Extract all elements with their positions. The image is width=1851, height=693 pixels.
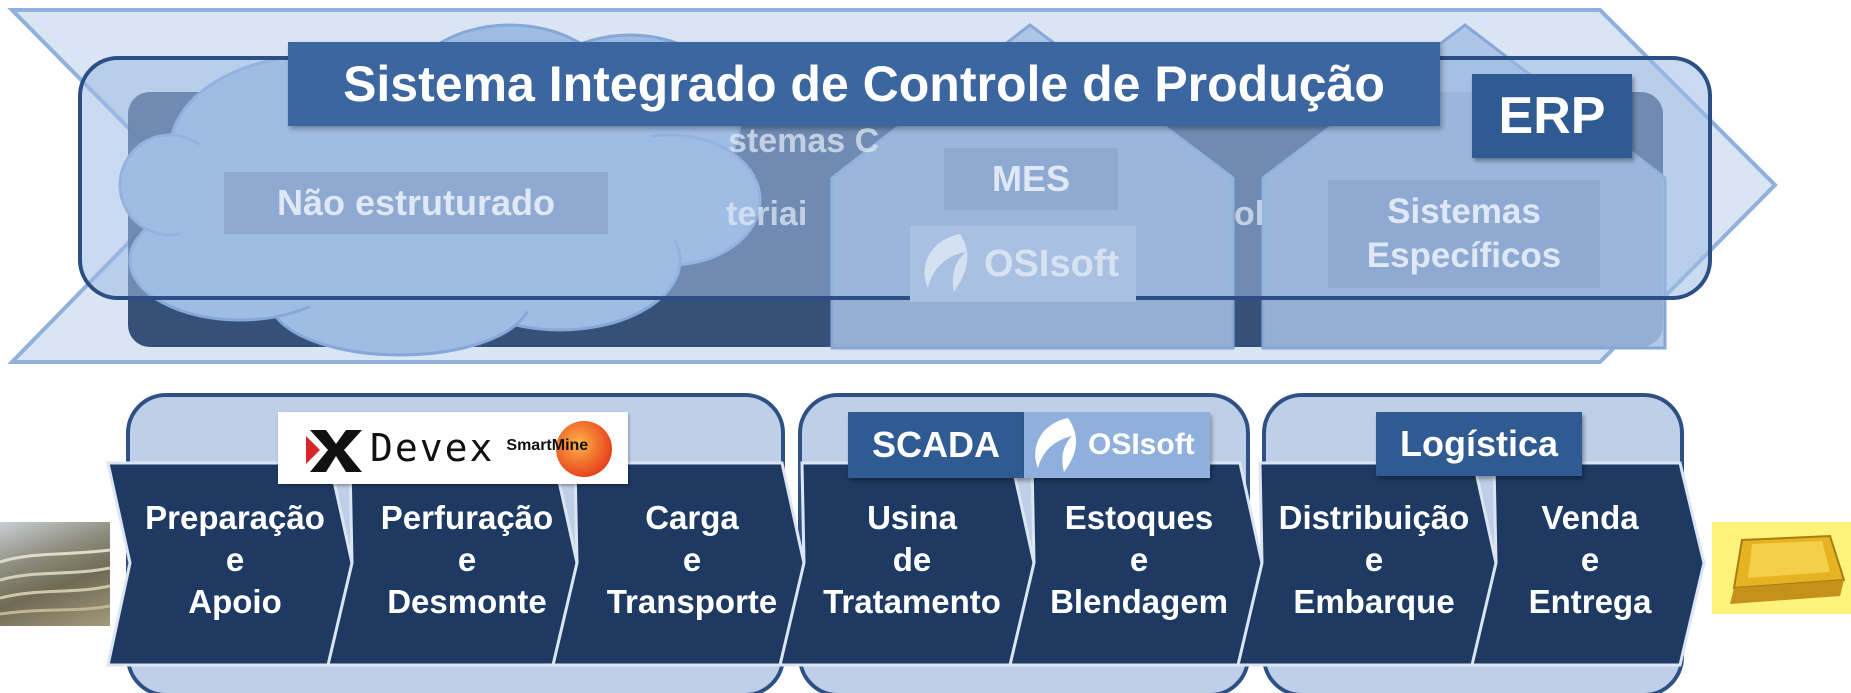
- unstructured-label: Não estruturado: [276, 182, 556, 223]
- erp-label: ERP: [1498, 87, 1606, 145]
- step-line: Distribuição: [1278, 499, 1470, 536]
- step-line: Embarque: [1293, 583, 1455, 620]
- osisoft-logo-bottom: OSIsoft: [1024, 412, 1210, 478]
- step-estoques-blendagem: Estoques e Blendagem: [1044, 499, 1234, 620]
- step-line: Transporte: [606, 583, 778, 620]
- devex-smartmine-logo: Devex SmartMine: [278, 412, 628, 484]
- scada-label: SCADA: [871, 424, 1000, 465]
- chevron-7: [1470, 461, 1706, 667]
- smartmine-globe-icon: [556, 421, 613, 477]
- step-distribuicao-embarque: Distribuição e Embarque: [1268, 499, 1480, 620]
- step-line: Desmonte: [387, 583, 547, 620]
- step-line: Entrega: [1528, 583, 1652, 620]
- step-line: e: [225, 541, 245, 578]
- step-line: Estoques: [1064, 499, 1214, 536]
- mes-label: MES: [991, 158, 1070, 199]
- step-line: e: [1580, 541, 1600, 578]
- erp-label-box: ERP: [1472, 74, 1632, 158]
- step-carga-transporte: Carga e Transporte: [588, 499, 796, 620]
- step-line: Venda: [1541, 499, 1639, 536]
- devex-logo-text: Devex: [370, 426, 495, 470]
- osisoft-logo-top: OSIsoft: [910, 226, 1136, 302]
- step-line: de: [892, 541, 932, 578]
- unstructured-box: Não estruturado: [224, 172, 608, 234]
- step-line: e: [1129, 541, 1149, 578]
- smartmine-logo-text: SmartMine: [506, 437, 589, 454]
- background-fragment-2: teriai: [726, 195, 808, 233]
- logistics-label: Logística: [1399, 423, 1559, 464]
- step-line: Perfuração: [380, 499, 554, 536]
- step-line: e: [1364, 541, 1384, 578]
- specific-systems-line-1: Sistemas: [1387, 192, 1541, 231]
- step-line: Usina: [867, 499, 957, 536]
- step-line: Preparação: [145, 499, 325, 536]
- specific-systems-box: Sistemas Específicos: [1328, 180, 1600, 288]
- step-perfuracao-desmonte: Perfuração e Desmonte: [362, 499, 572, 620]
- scada-label-box: SCADA: [848, 412, 1024, 478]
- background-fragment-3: ol: [1234, 195, 1265, 233]
- step-usina-tratamento: Usina de Tratamento: [812, 499, 1012, 620]
- devex-logo-icon: [306, 430, 362, 472]
- mes-box: MES: [944, 148, 1118, 210]
- process-chevrons: [106, 461, 1706, 667]
- specific-systems-line-2: Específicos: [1366, 236, 1562, 275]
- step-line: e: [457, 541, 477, 578]
- step-venda-entrega: Venda e Entrega: [1500, 499, 1680, 620]
- step-line: Apoio: [188, 583, 282, 620]
- mine-photo: [0, 522, 110, 626]
- gold-bar-icon: [1730, 534, 1846, 604]
- step-line: Blendagem: [1050, 583, 1228, 620]
- step-line: e: [682, 541, 702, 578]
- logistics-label-box: Logística: [1376, 412, 1582, 476]
- step-line: Carga: [645, 499, 739, 536]
- osisoft-swirl-icon: [1035, 418, 1077, 472]
- gold-bar-image: [1712, 522, 1851, 614]
- osisoft-swirl-icon: [924, 234, 968, 292]
- page-title: Sistema Integrado de Controle de Produçã…: [343, 56, 1385, 112]
- title-banner: Sistema Integrado de Controle de Produçã…: [288, 42, 1440, 126]
- step-preparacao-apoio: Preparação e Apoio: [140, 499, 330, 620]
- background-fragment-1: stemas C: [728, 122, 880, 160]
- osisoft-logo-text-top: OSIsoft: [984, 242, 1120, 285]
- osisoft-logo-text-bottom: OSIsoft: [1088, 428, 1195, 461]
- mine-terraces-icon: [0, 548, 110, 616]
- step-line: Tratamento: [823, 583, 1001, 620]
- smartmine-logo: SmartMine: [506, 417, 616, 479]
